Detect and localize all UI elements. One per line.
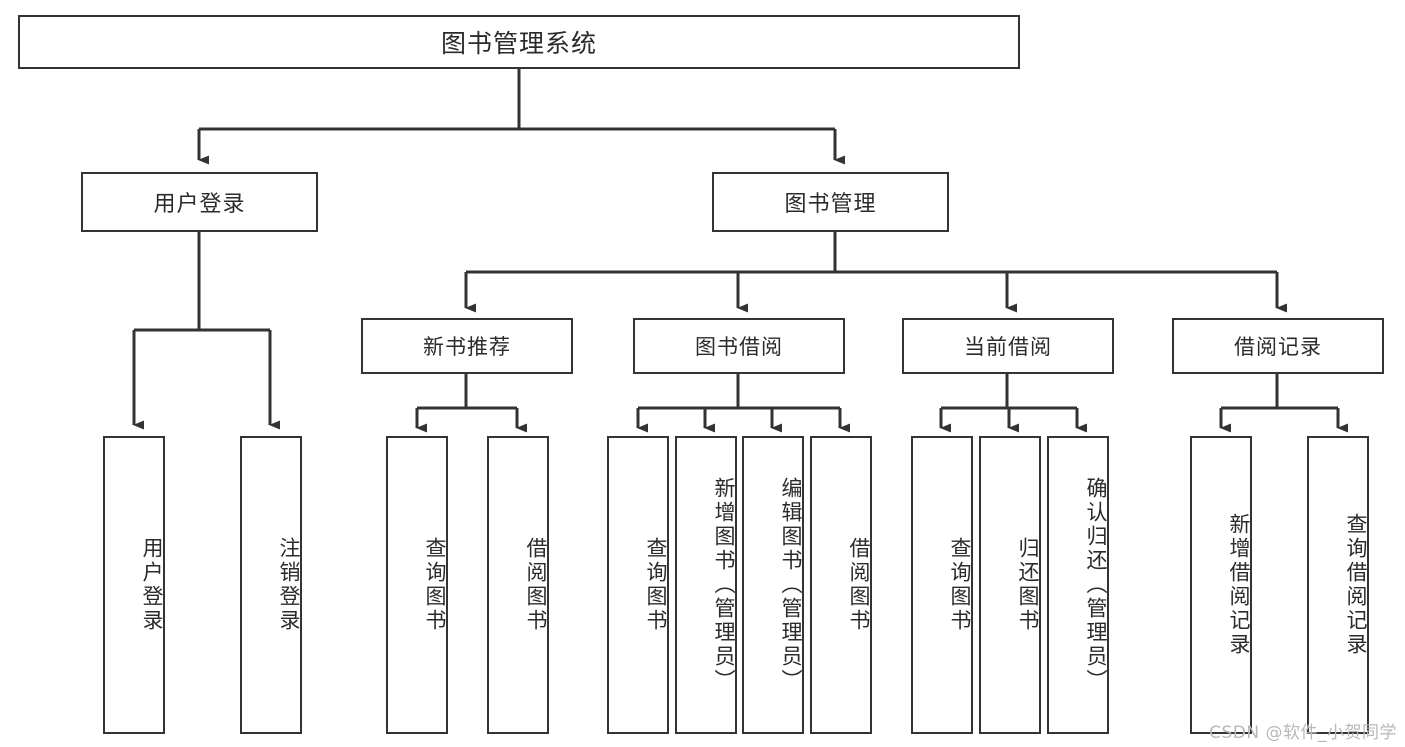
node-user-login[interactable]: 用户登录 — [81, 172, 318, 232]
node-label: 用户登录 — [140, 537, 164, 633]
node-label: 新增借阅记录 — [1227, 513, 1251, 657]
node-label: 新增图书（管理员） — [712, 477, 736, 693]
node-current-borrow[interactable]: 当前借阅 — [902, 318, 1114, 374]
leaf-current-borrow-return[interactable]: 归还图书 — [979, 436, 1041, 734]
node-label: 图书借阅 — [695, 335, 783, 359]
node-label: 确认归还（管理员） — [1084, 477, 1108, 693]
leaf-user-login-logout[interactable]: 注销登录 — [240, 436, 302, 734]
node-label: 查询图书 — [423, 537, 447, 633]
leaf-book-borrow-query[interactable]: 查询图书 — [607, 436, 669, 734]
node-label: 借阅记录 — [1234, 335, 1322, 359]
leaf-book-borrow-edit[interactable]: 编辑图书（管理员） — [742, 436, 804, 734]
node-label: 查询图书 — [644, 537, 668, 633]
node-label: 编辑图书（管理员） — [779, 477, 803, 693]
node-new-book-recommend[interactable]: 新书推荐 — [361, 318, 573, 374]
node-label: 新书推荐 — [423, 335, 511, 359]
leaf-new-book-query[interactable]: 查询图书 — [386, 436, 448, 734]
leaf-current-borrow-query[interactable]: 查询图书 — [911, 436, 973, 734]
node-label: 图书管理 — [784, 192, 877, 217]
node-borrow-record[interactable]: 借阅记录 — [1172, 318, 1384, 374]
csdn-watermark: CSDN @软件_小贺同学 — [1209, 723, 1397, 743]
node-book-borrow[interactable]: 图书借阅 — [633, 318, 845, 374]
node-label: 借阅图书 — [847, 537, 871, 633]
node-label: 查询借阅记录 — [1344, 513, 1368, 657]
leaf-borrow-record-add[interactable]: 新增借阅记录 — [1190, 436, 1252, 734]
leaf-book-borrow-borrow[interactable]: 借阅图书 — [810, 436, 872, 734]
leaf-borrow-record-query[interactable]: 查询借阅记录 — [1307, 436, 1369, 734]
node-label: 图书管理系统 — [440, 29, 597, 58]
node-label: 归还图书 — [1016, 537, 1040, 633]
leaf-user-login-login[interactable]: 用户登录 — [103, 436, 165, 734]
leaf-book-borrow-add[interactable]: 新增图书（管理员） — [675, 436, 737, 734]
node-book-management[interactable]: 图书管理 — [712, 172, 949, 232]
node-label: 借阅图书 — [524, 537, 548, 633]
leaf-new-book-borrow[interactable]: 借阅图书 — [487, 436, 549, 734]
node-label: 当前借阅 — [964, 335, 1052, 359]
node-root-book-management-system[interactable]: 图书管理系统 — [18, 15, 1020, 69]
node-label: 注销登录 — [277, 537, 301, 633]
node-label: 用户登录 — [153, 192, 246, 217]
node-label: 查询图书 — [948, 537, 972, 633]
leaf-current-borrow-confirm-return[interactable]: 确认归还（管理员） — [1047, 436, 1109, 734]
